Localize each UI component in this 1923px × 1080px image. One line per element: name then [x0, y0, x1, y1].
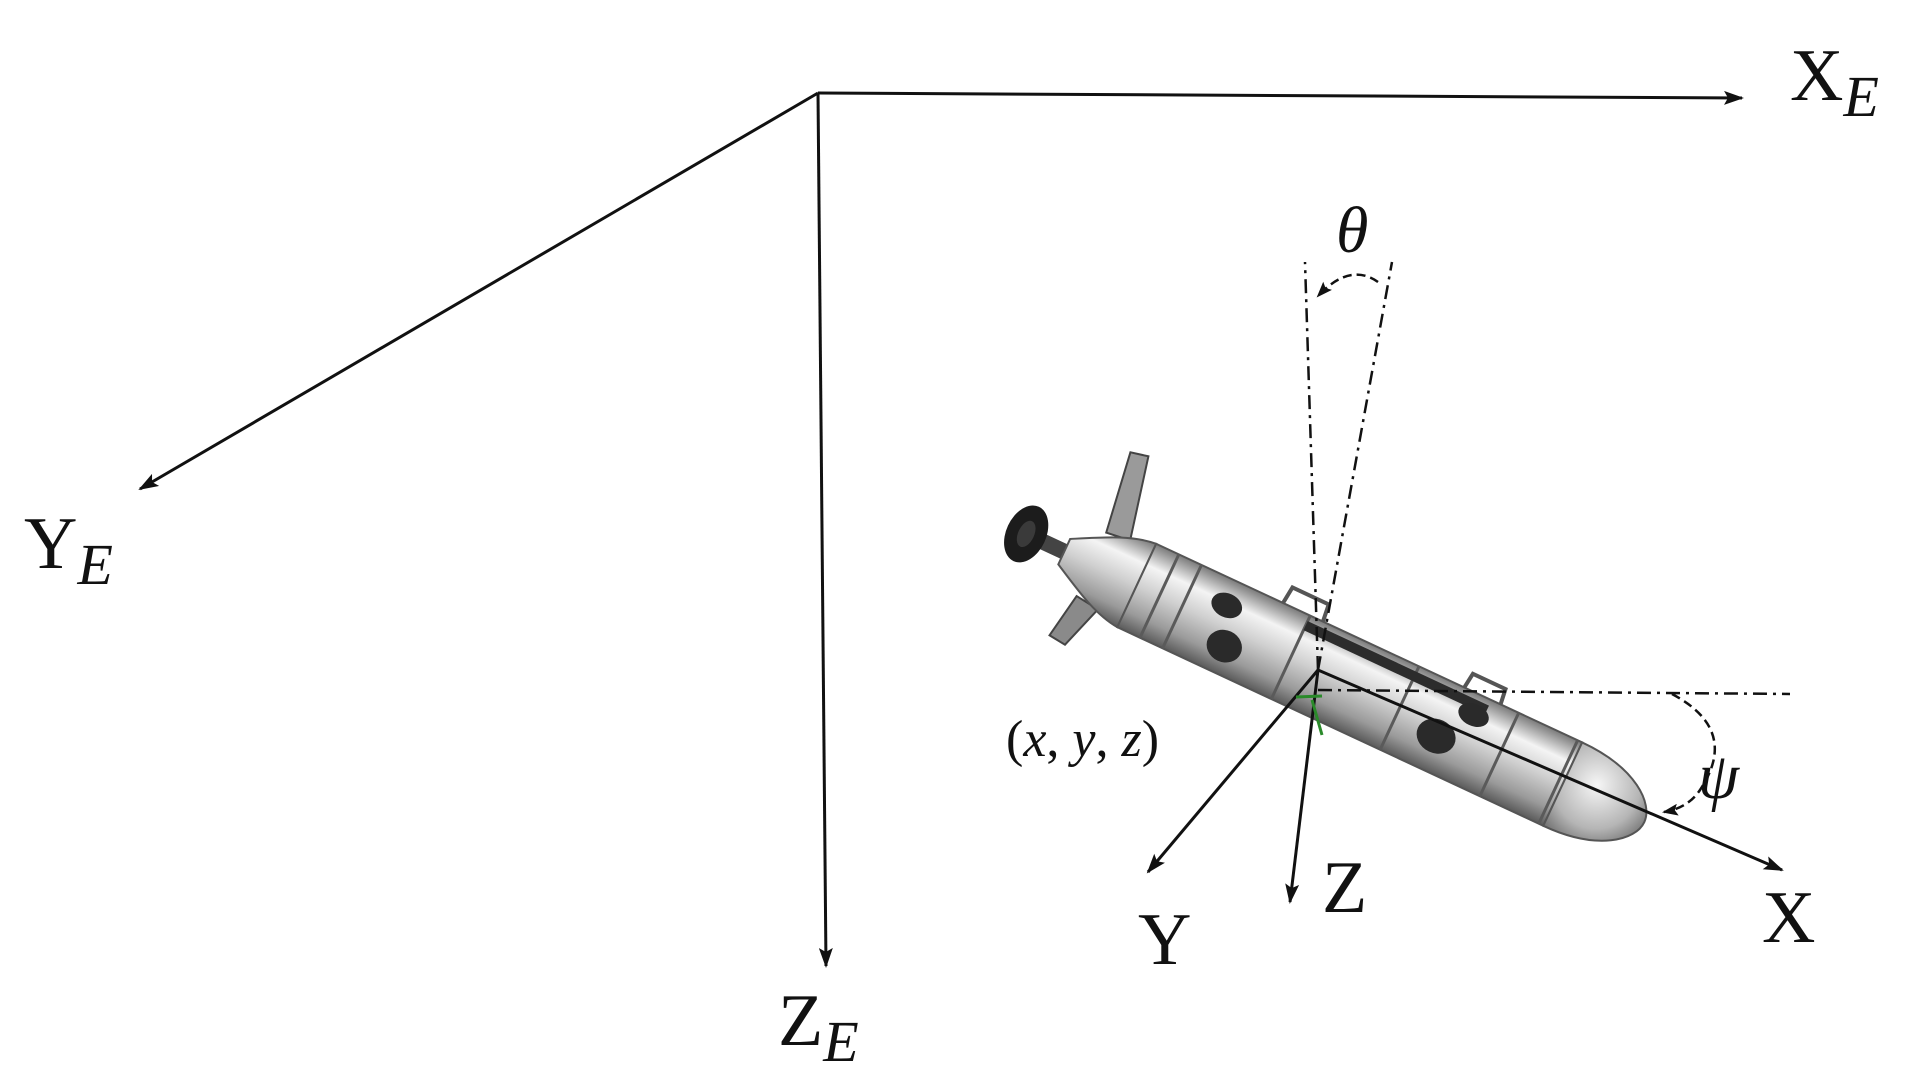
- earth-x-label: XE: [1790, 35, 1879, 129]
- position-close: ): [1142, 711, 1159, 768]
- vertical-reference-line: [1303, 261, 1320, 671]
- thruster-holes: [1206, 592, 1489, 754]
- horizontal-reference-line: [1317, 688, 1791, 696]
- yaw-label: ψ: [1698, 740, 1740, 813]
- earth-y-sub: E: [76, 532, 112, 597]
- body-z-label: Z: [1322, 847, 1367, 929]
- upper-tail-fin: [1104, 451, 1150, 542]
- tilted-z-reference-line: [1316, 261, 1394, 671]
- origin-tick: [1310, 699, 1324, 736]
- position-sep2: ,: [1096, 711, 1122, 768]
- earth-y-label: YE: [24, 503, 113, 597]
- earth-x-main: X: [1790, 35, 1843, 117]
- yaw-angle-arc: [1662, 692, 1716, 816]
- position-label: (x, y, z): [1006, 711, 1159, 768]
- handle-rear: [1462, 671, 1508, 705]
- position-open: (: [1006, 711, 1023, 768]
- earth-z-sub: E: [822, 1009, 858, 1074]
- body-x-label: X: [1762, 877, 1815, 959]
- body-y-axis: [1146, 669, 1320, 874]
- position-y: y: [1067, 711, 1096, 768]
- reference-lines: [1303, 261, 1791, 696]
- body-y-label: Y: [1138, 899, 1191, 981]
- earth-frame: [138, 90, 1744, 968]
- earth-z-axis: [816, 92, 833, 968]
- nose-cone: [1541, 741, 1648, 842]
- earth-y-axis: [138, 91, 819, 491]
- origin-marker: [1295, 694, 1323, 699]
- pitch-label: θ: [1336, 194, 1368, 267]
- earth-z-label: ZE: [778, 980, 859, 1074]
- earth-x-sub: E: [1842, 64, 1878, 129]
- body-x-axis: [1317, 668, 1784, 872]
- position-x: x: [1022, 711, 1046, 768]
- position-z: z: [1121, 711, 1142, 768]
- position-sep1: ,: [1046, 711, 1072, 768]
- earth-z-main: Z: [778, 980, 823, 1062]
- auv-vehicle: [1004, 451, 1648, 842]
- handle-front: [1281, 584, 1332, 623]
- earth-x-axis: [817, 90, 1744, 105]
- pitch-angle-arc: [1316, 273, 1379, 298]
- earth-y-main: Y: [24, 503, 77, 585]
